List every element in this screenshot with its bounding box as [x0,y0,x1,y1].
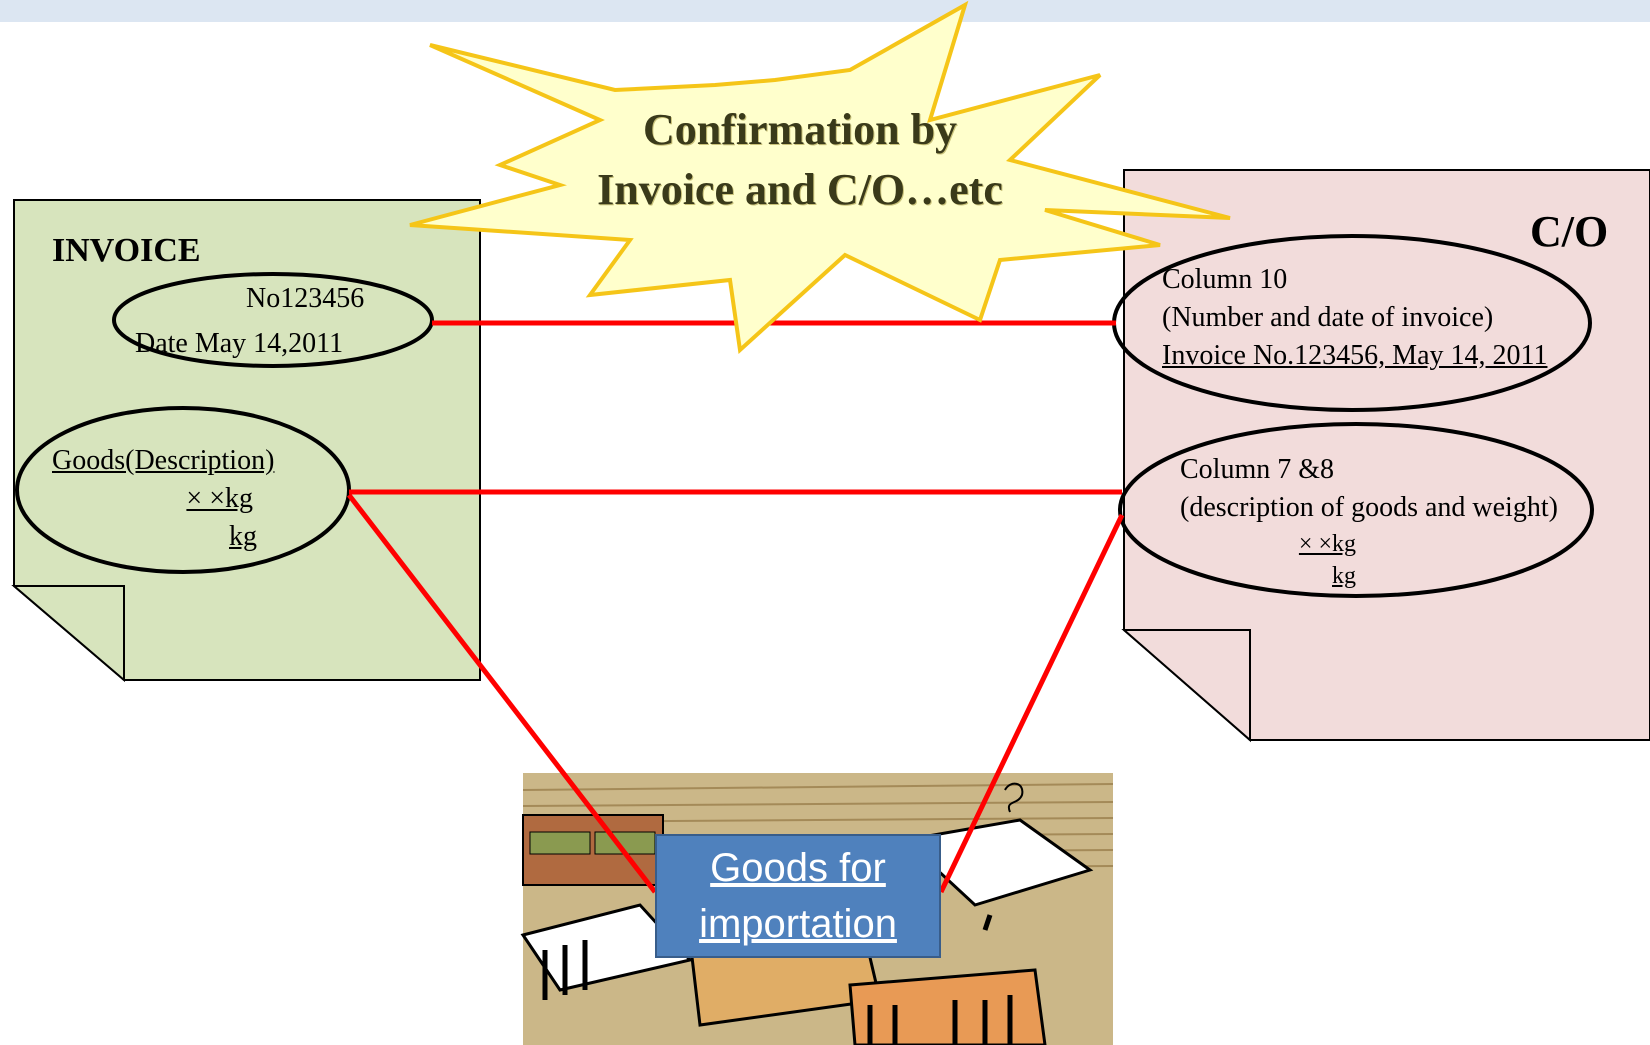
goods-for-importation-label: Goods for importation [655,834,941,958]
co-column10-desc: (Number and date of invoice) [1162,302,1494,333]
invoice-date: Date May 14,2011 [135,328,344,359]
co-column78-unit: kg [1332,563,1356,589]
co-column10-value: Invoice No.123456, May 14, 2011 [1162,340,1548,371]
invoice-goods-qty: × ×kg [186,483,253,514]
confirmation-burst [409,0,1231,355]
invoice-goods-unit: kg [229,521,257,552]
burst-line-1: Confirmation by [642,105,958,154]
connector-co-to-goods [938,513,1125,894]
co-title: C/O [1530,207,1609,256]
co-document [1121,169,1650,743]
invoice-title: INVOICE [52,232,201,269]
burst-line-2: Invoice and C/O…etc [597,165,1003,214]
invoice-goods-label: Goods(Description) [52,445,275,476]
connector-invoice-to-goods [347,493,657,894]
invoice-document [11,199,481,683]
invoice-number: No123456 [246,283,365,314]
title-bar-strip [0,0,1650,22]
goods-line-2: importation [699,902,897,946]
co-column78-title: Column 7 &8 [1180,454,1335,485]
goods-line-1: Goods for [710,846,886,890]
co-column78-oval [1118,422,1594,598]
co-column10-title: Column 10 [1162,264,1288,295]
connector-lines [347,320,1125,894]
invoice-number-oval [112,272,434,368]
co-column78-qty: × ×kg [1298,531,1356,557]
burst-label: Confirmation by Invoice and C/O…etc [560,100,1040,220]
co-column78-desc: (description of goods and weight) [1180,492,1558,523]
